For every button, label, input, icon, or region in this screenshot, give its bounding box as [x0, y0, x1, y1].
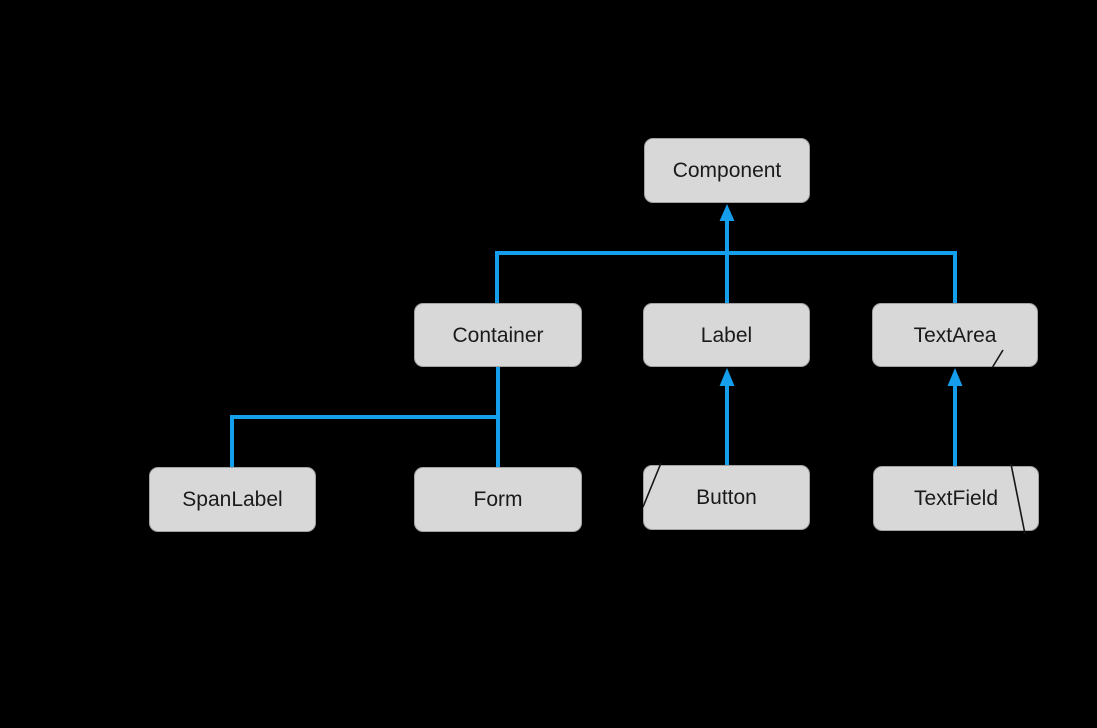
node-button: Button — [643, 465, 810, 530]
node-form-label: Form — [473, 488, 523, 511]
node-textfield-label: TextField — [913, 487, 999, 510]
node-container-label: Container — [452, 323, 544, 347]
node-button-label: Button — [696, 486, 757, 509]
node-textarea-label: TextArea — [913, 323, 997, 347]
node-textfield: TextField — [873, 466, 1039, 531]
node-spanlabel: SpanLabel — [149, 467, 316, 532]
node-container: Container — [414, 303, 582, 367]
arrowhead-component — [719, 204, 735, 221]
edge-branch-spanlabel — [230, 415, 498, 467]
node-spanlabel-label: SpanLabel — [182, 488, 283, 511]
node-component: Component — [644, 138, 810, 203]
edge-bus-container-textarea — [495, 251, 957, 303]
node-label-label: Label — [700, 323, 753, 347]
node-form: Form — [414, 467, 582, 532]
node-component-label: Component — [672, 159, 782, 182]
arrowhead-textarea — [947, 368, 963, 386]
node-textarea: TextArea — [872, 303, 1038, 367]
arrowhead-label — [719, 368, 735, 386]
node-label: Label — [643, 303, 810, 367]
